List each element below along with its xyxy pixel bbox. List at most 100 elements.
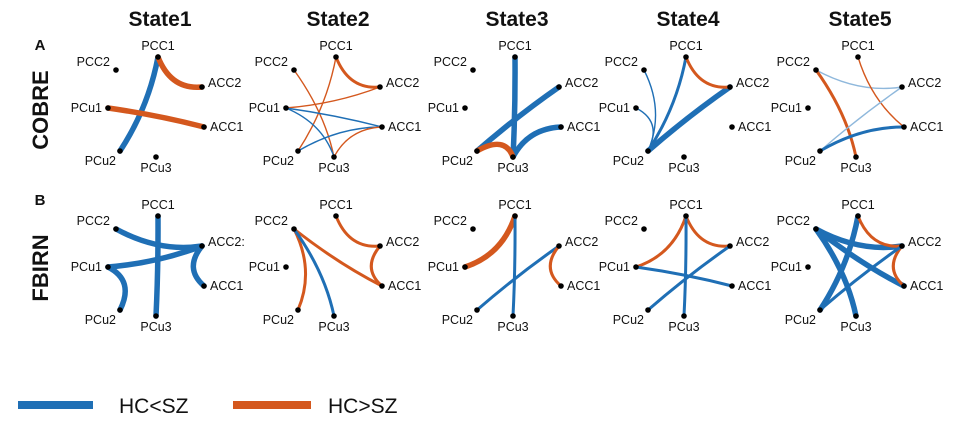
- edge-pcu2-acc2: [819, 86, 903, 152]
- edge-pcu1-pcu2: [635, 107, 654, 152]
- node-pcu3: [853, 154, 859, 160]
- node-label-pcc1: PCC1: [498, 198, 531, 212]
- node-acc1: [729, 283, 735, 289]
- node-label-acc2: ACC2: [736, 76, 769, 90]
- node-label-acc1: ACC1: [738, 120, 771, 134]
- node-acc1: [379, 283, 385, 289]
- node-label-pcu3: PCu3: [140, 161, 171, 175]
- panel-letter-b: B: [35, 192, 46, 209]
- node-label-pcc1: PCC1: [319, 198, 352, 212]
- edge-pcc1-acc2: [334, 55, 382, 89]
- node-label-pcu3: PCu3: [318, 161, 349, 175]
- node-acc2: [199, 84, 205, 90]
- node-pcc1: [683, 213, 689, 219]
- node-pcc1: [512, 54, 518, 60]
- legend-item-hc-gt-sz: HC>SZ: [233, 395, 398, 418]
- node-acc2: [556, 84, 562, 90]
- node-label-acc1: ACC1: [738, 279, 771, 293]
- edge-pcc2-acc2: [815, 69, 903, 90]
- node-pcc1: [855, 54, 861, 60]
- node-label-acc2: ACC2: [208, 76, 241, 90]
- edge-pcc1-acc2: [856, 214, 904, 248]
- edge-pcc1-pcu2: [646, 55, 688, 153]
- node-label-pcc1: PCC1: [319, 39, 352, 53]
- node-label-pcc1: PCC1: [841, 198, 874, 212]
- node-pcu2: [817, 148, 823, 154]
- edge-pcc1-pcu3: [153, 213, 161, 319]
- node-acc2: [899, 243, 905, 249]
- edge-pcc2-pcu2: [292, 227, 307, 312]
- node-label-acc2: ACC2: [565, 235, 598, 249]
- node-label-pcu3: PCu3: [497, 320, 528, 334]
- node-label-pcu1: PCu1: [249, 101, 280, 115]
- node-label-acc2: ACC2: [565, 76, 598, 90]
- node-label-pcu2: PCu2: [85, 154, 116, 168]
- node-pcu2: [645, 148, 651, 154]
- node-label-acc2: ACC2: [908, 76, 941, 90]
- node-label-pcc1: PCC1: [141, 198, 174, 212]
- node-pcu1: [105, 264, 111, 270]
- edge-pcu3-acc1: [510, 124, 564, 160]
- node-acc2: [377, 243, 383, 249]
- state-title-4: State4: [656, 8, 719, 31]
- node-label-acc2: ACC2: [386, 76, 419, 90]
- node-pcc1: [683, 54, 689, 60]
- node-label-pcu3: PCu3: [840, 320, 871, 334]
- node-label-acc2: ACC2: [386, 235, 419, 249]
- legend-label-hc-gt-sz: HC>SZ: [328, 395, 398, 418]
- edge-pcu1-acc2: [285, 86, 381, 109]
- edge-pcc1-pcu3: [510, 54, 518, 160]
- node-pcu3: [153, 154, 159, 160]
- row-labels: A COBRE B FBIRN: [28, 37, 53, 302]
- node-acc2: [727, 243, 733, 249]
- node-pcu3: [853, 313, 859, 319]
- edge-pcc2-pcu3: [814, 68, 858, 159]
- node-pcu1: [462, 105, 468, 111]
- node-label-acc1: ACC1: [388, 120, 421, 134]
- node-pcu1: [105, 105, 111, 111]
- node-label-acc1: ACC1: [567, 279, 600, 293]
- edge-pcu1-pcu3: [285, 107, 335, 158]
- panel-letter-a: A: [35, 37, 46, 54]
- node-label-pcc2: PCC2: [605, 214, 638, 228]
- edge-acc2-acc1: [190, 243, 207, 289]
- node-label-pcu2: PCu2: [785, 154, 816, 168]
- node-label-pcu3: PCu3: [140, 320, 171, 334]
- node-acc1: [379, 124, 385, 130]
- edge-acc1-pcu3: [333, 126, 383, 158]
- edge-acc2-pcu2: [645, 84, 733, 154]
- node-label-pcu1: PCu1: [599, 101, 630, 115]
- edge-pcu1-acc1: [105, 105, 207, 130]
- node-pcc1: [333, 213, 339, 219]
- node-pcu3: [331, 154, 337, 160]
- node-label-pcu1: PCu1: [71, 101, 102, 115]
- edge-pcc1-pcu3: [511, 214, 517, 318]
- node-label-pcc2: PCC2: [255, 214, 288, 228]
- node-label-pcu3: PCu3: [840, 161, 871, 175]
- node-label-pcc2: PCC2: [255, 55, 288, 69]
- legend: HC<SZ HC>SZ: [18, 395, 398, 418]
- node-label-pcu2: PCu2: [613, 313, 644, 327]
- edge-pcc1-pcu3: [682, 214, 688, 318]
- edge-pcc2-pcu3: [292, 227, 336, 318]
- state-title-5: State5: [828, 8, 891, 31]
- node-label-acc1: ACC1: [910, 120, 943, 134]
- node-label-acc2: ACC2: [908, 235, 941, 249]
- node-label-pcc2: PCC2: [605, 55, 638, 69]
- node-label-pcc2: PCC2: [434, 55, 467, 69]
- edge-pcu1-acc2: [105, 243, 205, 270]
- node-pcc2: [813, 67, 819, 73]
- node-acc1: [901, 283, 907, 289]
- edge-pcc1-acc2: [684, 55, 732, 89]
- node-label-pcu1: PCu1: [599, 260, 630, 274]
- node-pcc2: [470, 67, 476, 73]
- edge-pcu1-acc1: [634, 265, 734, 288]
- node-label-pcu1: PCu1: [771, 101, 802, 115]
